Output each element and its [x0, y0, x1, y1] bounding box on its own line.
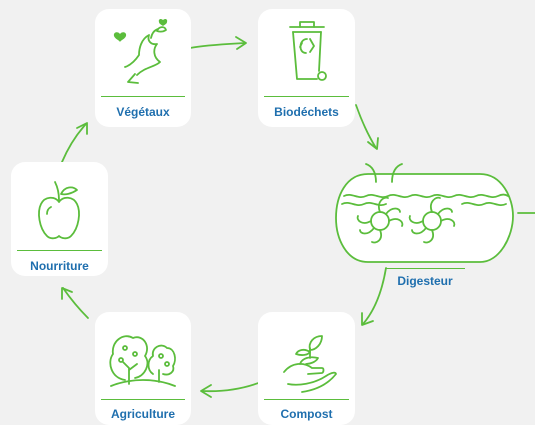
- apple-core-icon: [113, 18, 168, 84]
- node-nourriture-label: Nourriture: [30, 259, 89, 273]
- arrow-biodechets-to-digesteur: [355, 104, 379, 150]
- node-compost: Compost: [258, 312, 355, 425]
- arrow-digesteur-to-compost: [361, 267, 387, 326]
- agriculture-divider: [101, 399, 185, 400]
- node-compost-label: Compost: [280, 407, 333, 421]
- node-vegetaux: Végétaux: [95, 9, 191, 127]
- nourriture-divider: [17, 250, 102, 251]
- node-agriculture-label: Agriculture: [110, 407, 175, 421]
- node-digesteur-label: Digesteur: [397, 274, 453, 288]
- arrow-compost-to-agriculture: [200, 379, 267, 398]
- node-digesteur: Digesteur: [330, 150, 520, 290]
- compost-divider: [264, 399, 349, 400]
- node-vegetaux-label: Végétaux: [116, 105, 170, 119]
- compost-bin-icon: [289, 21, 327, 81]
- vegetaux-divider: [101, 96, 185, 97]
- trees-icon: [109, 335, 176, 387]
- node-biodechets-label: Biodéchets: [274, 105, 339, 119]
- digesteur-divider: [385, 268, 465, 269]
- arrow-nourriture-to-vegetaux: [61, 122, 88, 163]
- apple-icon: [38, 181, 80, 240]
- biodechets-divider: [264, 96, 349, 97]
- node-biodechets: Biodéchets: [258, 9, 355, 127]
- sprout-in-hand-icon: [283, 335, 337, 393]
- arrow-agriculture-to-nourriture: [61, 287, 89, 319]
- digester-tank-icon: [335, 163, 514, 263]
- arrow-vegetaux-to-biodechets: [189, 36, 247, 50]
- node-agriculture: Agriculture: [95, 312, 191, 425]
- node-nourriture: Nourriture: [11, 162, 108, 276]
